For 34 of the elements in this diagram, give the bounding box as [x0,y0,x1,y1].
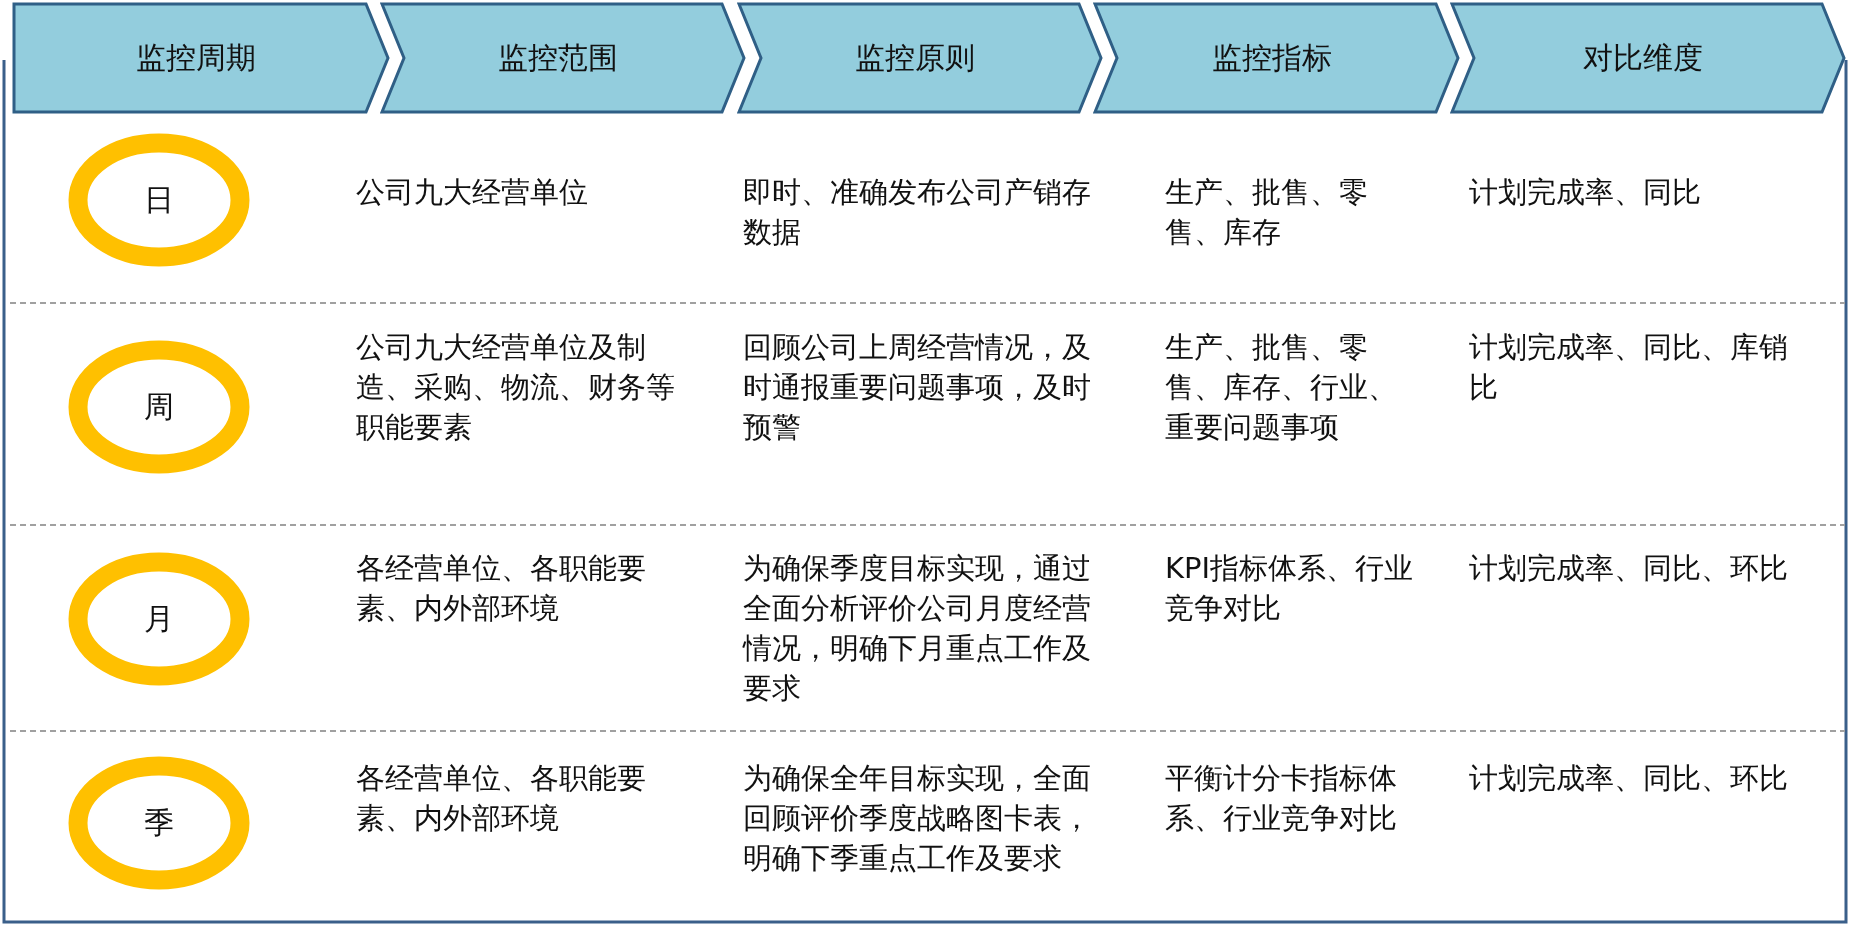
header-label: 对比维度 [1582,38,1704,77]
period-ellipse [68,340,250,474]
table-cell-text: 生产、批售、零售、库存 [1165,174,1369,251]
period-label: 月 [143,599,175,638]
table-cell-text: 为确保全年目标实现，全面回顾评价季度战略图卡表，明确下季重点工作及要求 [743,760,1092,877]
header-label: 监控原则 [854,38,976,77]
period-ellipse [68,552,250,686]
table-cell-text: 计划完成率、同比、环比 [1469,760,1789,797]
table-cell-text: 各经营单位、各职能要素、内外部环境 [356,760,647,837]
table-cell-text: 公司九大经营单位 [356,174,589,211]
table-cell-text: 平衡计分卡指标体系、行业竞争对比 [1165,760,1398,837]
header-label: 监控指标 [1210,38,1333,77]
header-label: 监控范围 [497,38,619,77]
period-label: 季 [143,803,175,842]
period-label: 日 [143,180,175,219]
period-label: 周 [143,387,175,426]
chevron-header [1450,2,1846,114]
chevron-header [737,2,1103,114]
table-cell-text: 回顾公司上周经营情况，及时通报重要问题事项，及时预警 [743,329,1092,446]
chevron-header [12,2,390,114]
period-ellipse [68,133,250,267]
chevron-header [1093,2,1460,114]
table-cell-text: 计划完成率、同比、环比 [1469,550,1789,587]
header-label: 监控周期 [135,38,257,77]
table-cell-text: 生产、批售、零售、库存、行业、重要问题事项 [1165,329,1398,446]
table-cell-text: 各经营单位、各职能要素、内外部环境 [356,550,647,627]
table-cell-text: 计划完成率、同比、库销比 [1469,329,1789,406]
table-cell-text: 为确保季度目标实现，通过全面分析评价公司月度经营情况，明确下月重点工作及要求 [743,550,1092,707]
period-ellipse [68,756,250,890]
table-cell-text: 即时、准确发布公司产销存数据 [743,174,1092,251]
chevron-header [380,2,746,114]
table-cell-text: 公司九大经营单位及制造、采购、物流、财务等职能要素 [356,329,676,446]
table-cell-text: KPI指标体系、行业竞争对比 [1165,550,1415,627]
table-cell-text: 计划完成率、同比 [1469,174,1702,211]
